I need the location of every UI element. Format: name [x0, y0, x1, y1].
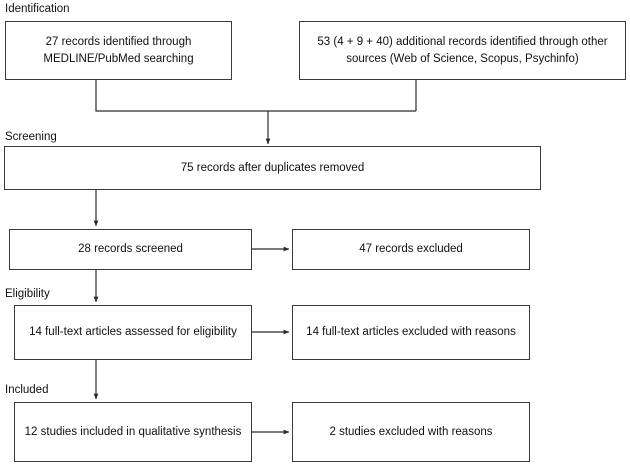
stage-label-screening: Screening — [5, 131, 57, 143]
box-after-duplicates-text: 75 records after duplicates removed — [180, 161, 365, 174]
box-studies-included: 12 studies included in qualitative synth… — [14, 402, 252, 462]
box-records-screened: 28 records screened — [9, 229, 252, 270]
box-fulltext-excluded: 14 full-text articles excluded with reas… — [292, 305, 530, 360]
box-fulltext-excluded-text: 14 full-text articles excluded with reas… — [306, 326, 516, 339]
box-records-excluded: 47 records excluded — [292, 229, 530, 270]
box-fulltext-assessed: 14 full-text articles assessed for eligi… — [14, 305, 252, 360]
box-records-screened-text: 28 records screened — [78, 243, 183, 256]
connector-medline-to-merge — [95, 80, 416, 112]
box-other-sources-records: 53 (4 + 9 + 40) additional records ident… — [299, 21, 626, 80]
box-studies-excluded-text: 2 studies excluded with reasons — [329, 425, 493, 438]
box-medline-records-text: 27 records identified through MEDLINE/Pu… — [43, 35, 194, 65]
box-records-excluded-text: 47 records excluded — [359, 243, 463, 256]
stage-label-included: Included — [5, 384, 49, 396]
box-fulltext-assessed-text: 14 full-text articles assessed for eligi… — [29, 326, 237, 339]
box-other-sources-records-text: 53 (4 + 9 + 40) additional records ident… — [317, 35, 608, 65]
stage-label-eligibility: Eligibility — [5, 288, 50, 300]
box-after-duplicates: 75 records after duplicates removed — [4, 146, 541, 190]
box-medline-records: 27 records identified through MEDLINE/Pu… — [5, 21, 232, 80]
stage-label-identification: Identification — [5, 3, 70, 15]
box-studies-excluded: 2 studies excluded with reasons — [292, 402, 530, 462]
box-studies-included-text: 12 studies included in qualitative synth… — [24, 425, 242, 438]
